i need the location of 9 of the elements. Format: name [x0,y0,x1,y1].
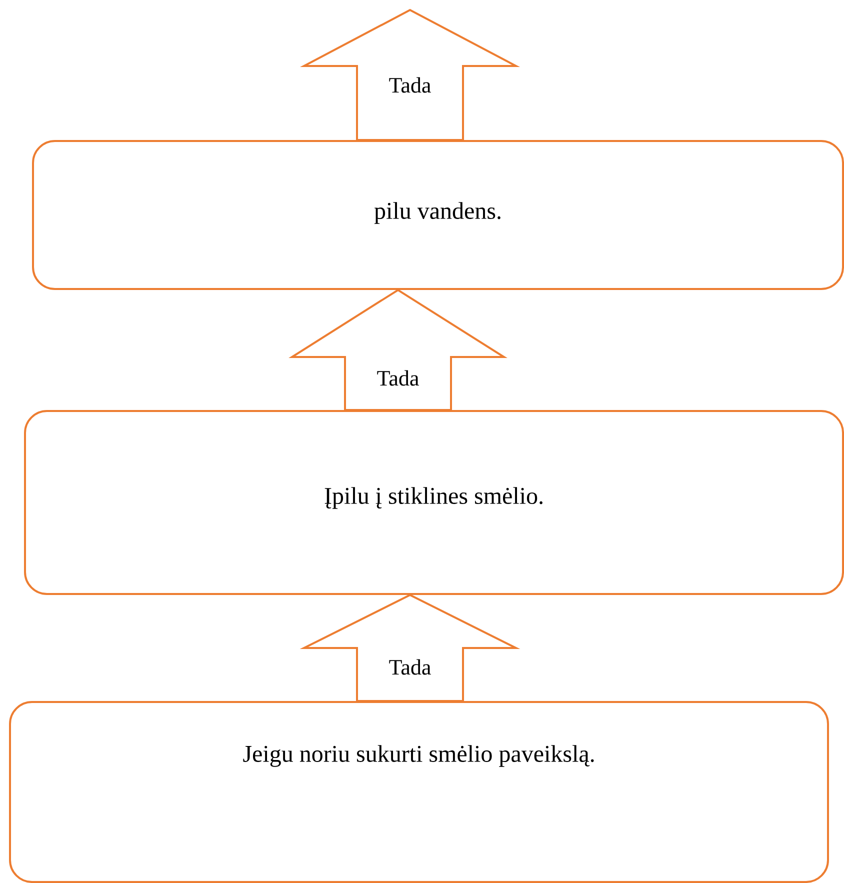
process-box: Įpilu į stiklines smėlio. [24,410,844,595]
edge-label: Tada [388,658,432,676]
process-box: pilu vandens. [32,140,844,290]
block-arrow [300,8,520,141]
edge-label: Tada [388,76,432,94]
process-box: Jeigu noriu sukurti smėlio paveikslą. [9,701,829,883]
block-arrow [300,594,520,702]
block-arrow [288,288,508,411]
edge-label: Tada [376,369,420,387]
